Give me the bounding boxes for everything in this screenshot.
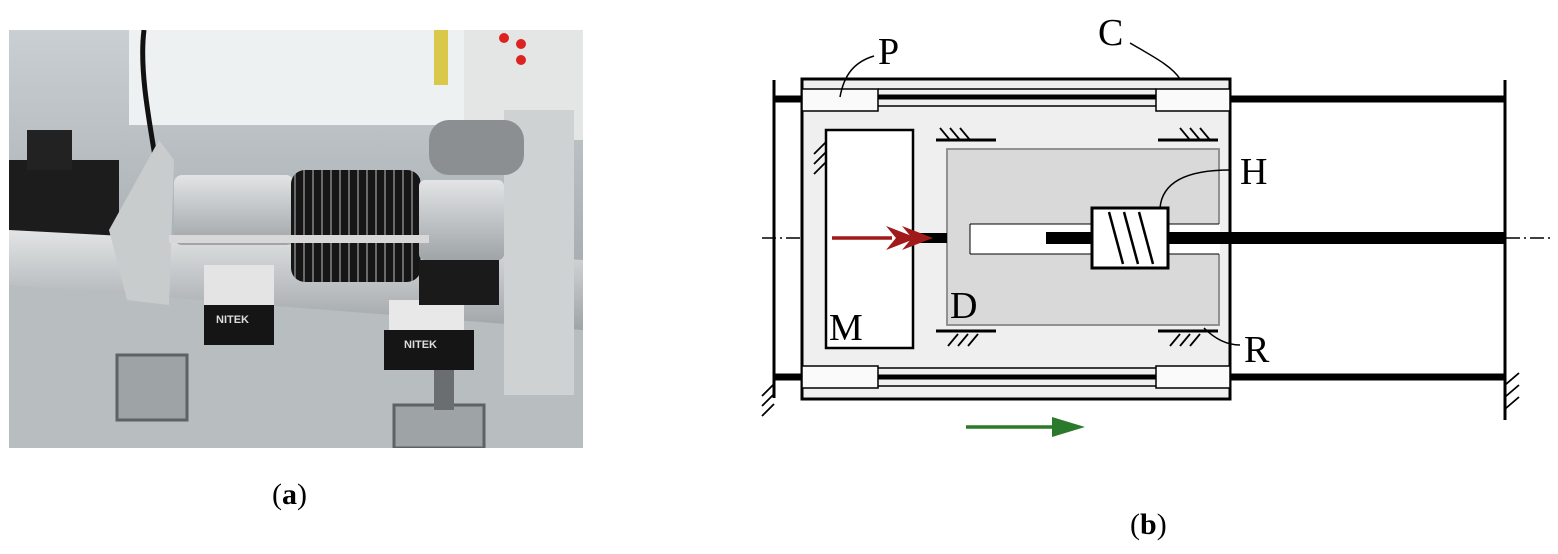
label-H: H: [1240, 151, 1267, 193]
schematic-diagram: P C H M D R: [761, 12, 1552, 437]
caption-b: (b): [1130, 508, 1167, 541]
label-M: M: [829, 307, 863, 349]
support-top-right: [1158, 127, 1218, 142]
threaded-nut: [1090, 206, 1170, 270]
photo-sensor-top: [429, 120, 524, 175]
photo-red-button: [499, 33, 509, 43]
label-P: P: [878, 31, 899, 73]
support-top-left: [936, 127, 996, 142]
photo-red-button: [516, 55, 526, 65]
bearing-bottom-right: [1155, 365, 1231, 389]
bearing-top-right: [1155, 88, 1231, 112]
bearing-bottom-left: [801, 365, 879, 389]
leader-line-R: [1203, 327, 1241, 346]
label-R: R: [1244, 329, 1270, 371]
photo-gripper: [419, 260, 499, 305]
photo-carriage-right-block: [384, 330, 474, 370]
photo-servo-connector: [27, 130, 72, 170]
photo-extrusion-profile: [392, 403, 486, 448]
photo-test-rig: NITEK NITEK: [9, 30, 583, 448]
label-C: C: [1098, 12, 1123, 54]
photo-brand-text: NITEK: [216, 314, 249, 326]
photo-window: [129, 30, 469, 125]
photo-end-plate-left: [109, 140, 174, 305]
photo-cylinder-right: [419, 180, 504, 260]
photo-extrusion-profile: [115, 353, 189, 422]
photo-cylinder-left: [174, 175, 294, 245]
photo-red-button: [516, 39, 526, 49]
leader-line-P: [839, 55, 875, 98]
photo-bolt: [434, 370, 454, 410]
bearing-top-left: [801, 88, 879, 112]
ground-hatch-left: [761, 383, 775, 417]
photo-carriage-left: [204, 265, 274, 305]
photo-coil: [291, 170, 421, 282]
force-arrow: [832, 226, 933, 250]
label-D: D: [950, 285, 977, 327]
photo-carriage-left-block: [204, 305, 274, 345]
ground-hatch-right: [1504, 372, 1520, 410]
motion-arrow: [966, 417, 1085, 437]
motor-ground-hatch: [813, 141, 827, 175]
photo-carriage-right: [389, 300, 464, 335]
photo-rod: [169, 235, 429, 243]
leader-line-H: [1159, 169, 1231, 209]
leader-line-C: [1129, 42, 1181, 80]
caption-a: (a): [272, 478, 307, 511]
support-bottom-left: [936, 329, 996, 347]
nut-thread-lines: [1107, 211, 1155, 265]
photo-yellow-object: [434, 30, 448, 85]
photo-brand-text: NITEK: [404, 339, 437, 351]
